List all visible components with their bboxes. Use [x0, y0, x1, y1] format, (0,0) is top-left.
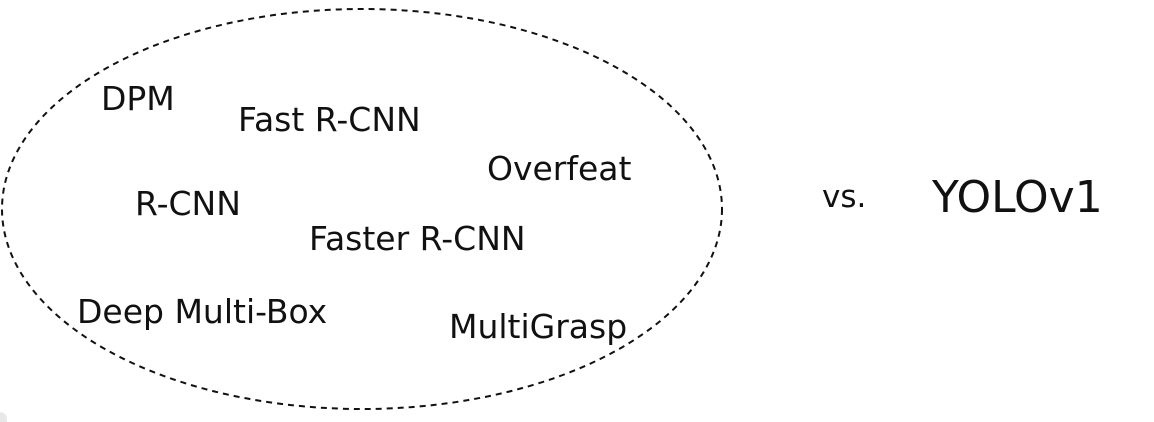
method-label-multigrasp: MultiGrasp — [449, 307, 628, 346]
method-label-rcnn: R-CNN — [135, 184, 241, 223]
method-label-overfeat: Overfeat — [487, 149, 632, 188]
dashed-ellipse-outline — [1, 8, 723, 410]
method-label-deep-multibox: Deep Multi-Box — [77, 292, 328, 331]
yolov1-label: YOLOv1 — [932, 172, 1103, 223]
method-label-fast-rcnn: Fast R-CNN — [238, 100, 421, 139]
bottom-left-corner-mark — [0, 412, 7, 422]
method-label-dpm: DPM — [101, 79, 175, 118]
method-label-faster-rcnn: Faster R-CNN — [309, 219, 526, 258]
versus-label: vs. — [822, 179, 867, 215]
